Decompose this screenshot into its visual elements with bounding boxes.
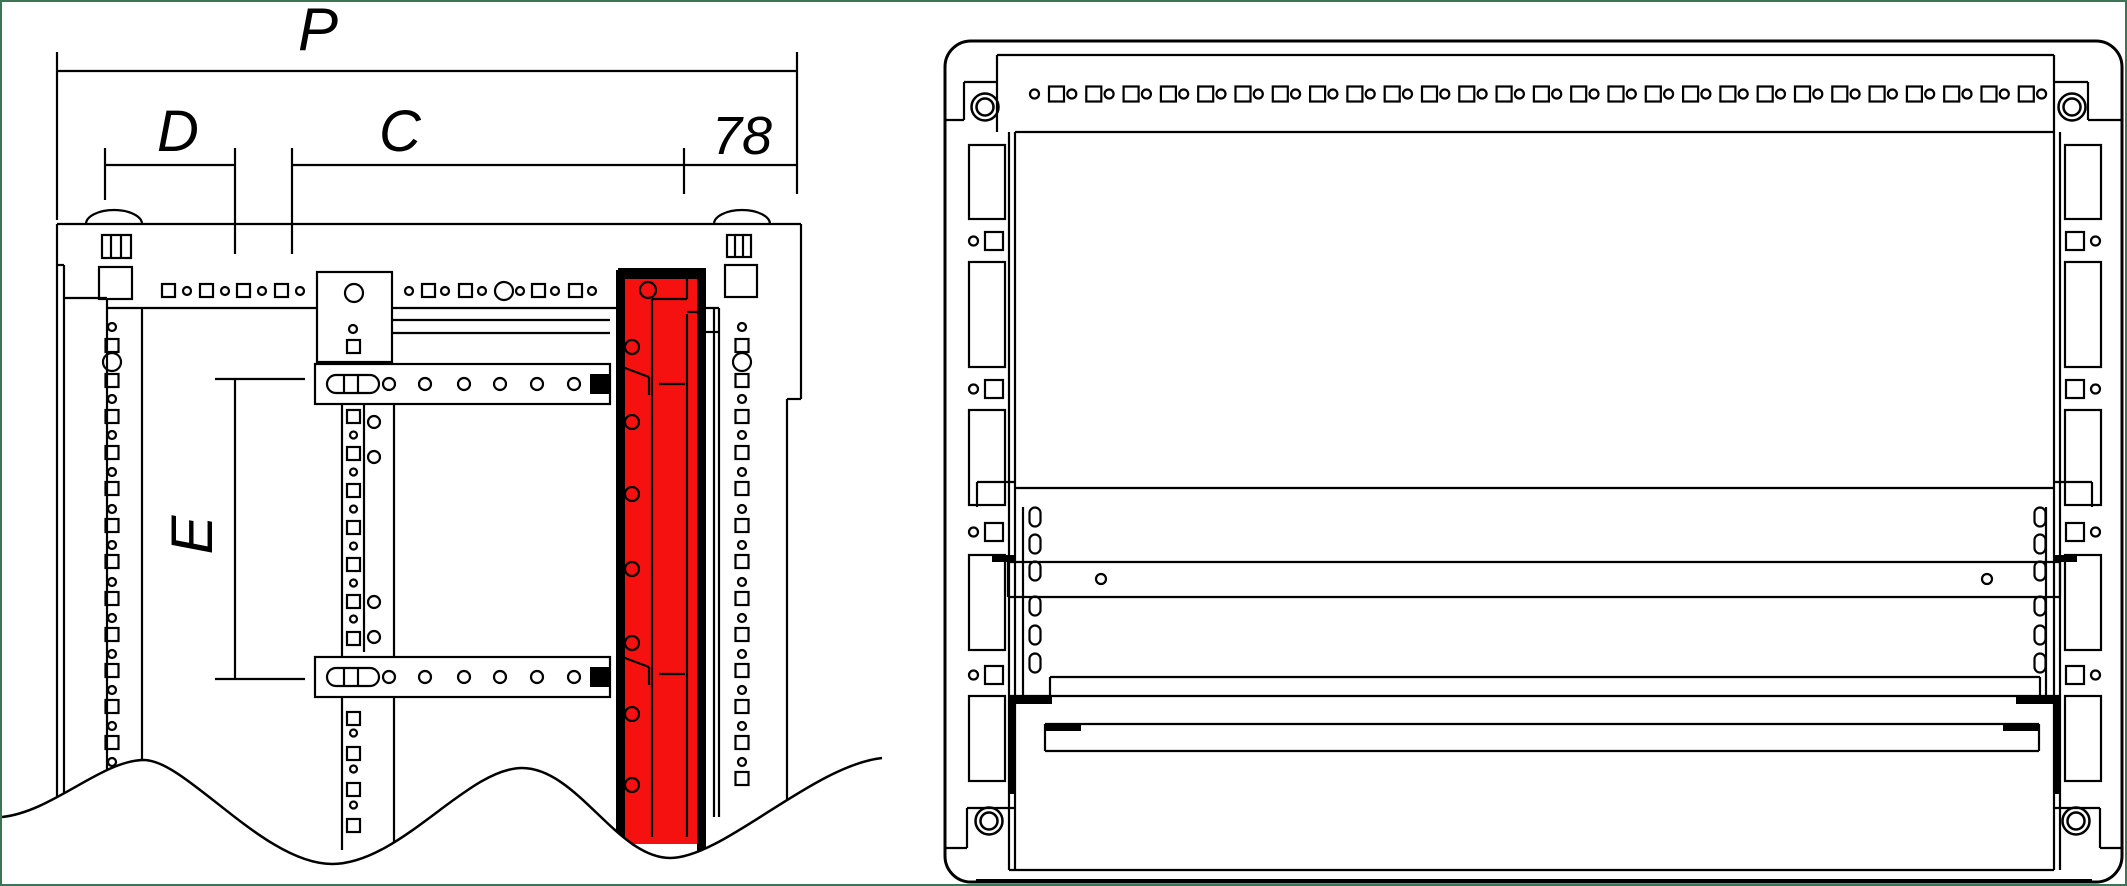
left-view-top-drawing [55, 52, 803, 850]
dim-label-e: E [160, 514, 225, 554]
dim-label-p: P [298, 2, 338, 63]
highlighted-depth-rail [616, 268, 706, 858]
dim-label-78: 78 [712, 106, 772, 166]
dim-label-c: C [379, 99, 422, 164]
break-line [2, 756, 883, 884]
dim-label-d: D [157, 99, 199, 164]
dimension-labels: P D C 78 E [157, 2, 772, 554]
right-view-front-drawing [943, 39, 2124, 884]
